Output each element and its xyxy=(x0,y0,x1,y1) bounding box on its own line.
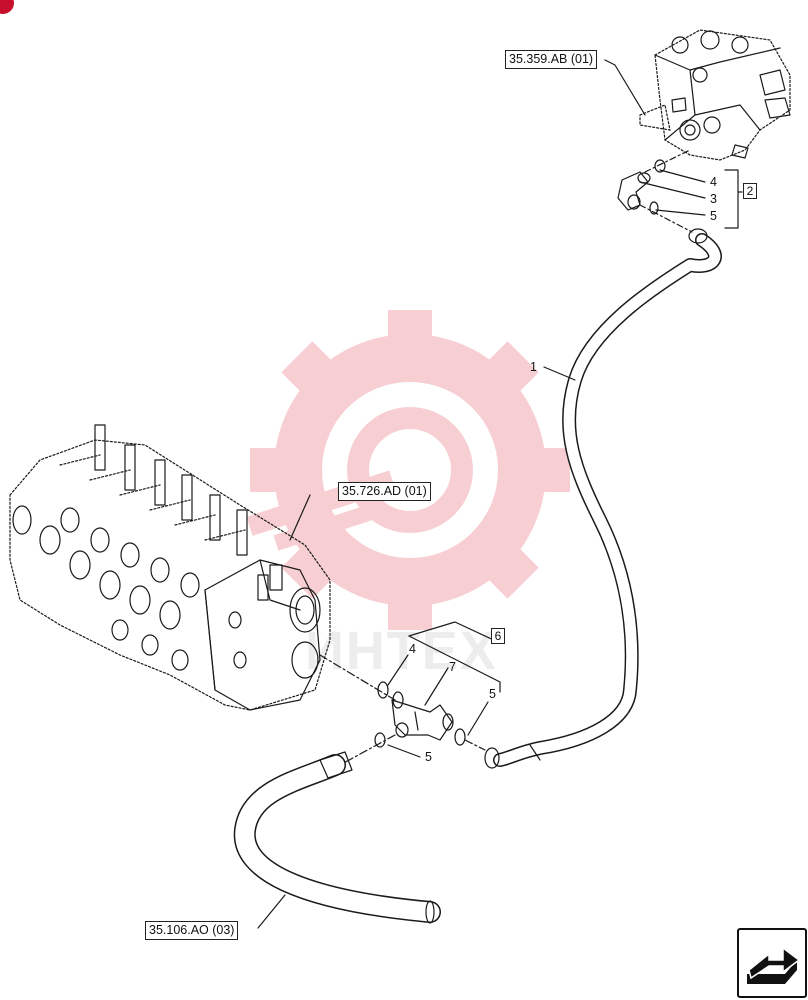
group-upper-kit[interactable]: 2 xyxy=(743,183,757,199)
callout-oring-left-tee: 4 xyxy=(409,642,416,656)
tee-fitting xyxy=(391,691,454,741)
ref-label-top[interactable]: 35.359.AB (01) xyxy=(505,50,598,69)
callout-oring-upper: 4 xyxy=(710,175,717,189)
oring-lower xyxy=(649,201,659,215)
callout-hose: 1 xyxy=(530,360,537,374)
oring-upper xyxy=(654,159,666,173)
watermark-text: ИНТЕХ xyxy=(305,621,498,681)
callout-oring-lower: 5 xyxy=(710,209,717,223)
callout-tee: 7 xyxy=(449,660,456,674)
elbow-fitting xyxy=(617,149,691,211)
group-tee-kit[interactable]: 6 xyxy=(491,628,505,644)
oring-left-tee xyxy=(377,681,389,699)
ref-label-bottom[interactable]: 35.106.AO (03) xyxy=(145,921,239,940)
arrow-glyph xyxy=(747,946,801,984)
corner-badge xyxy=(0,0,14,14)
ref-label-left[interactable]: 35.726.AD (01) xyxy=(338,482,431,501)
oring-right-tee xyxy=(454,728,466,746)
upper-control-valve xyxy=(639,29,791,161)
hose-1 xyxy=(484,228,722,769)
leader-bottom-ref xyxy=(257,894,286,929)
next-page-arrow-icon[interactable] xyxy=(737,928,807,998)
callout-oring-right-tee: 5 xyxy=(489,687,496,701)
lower-hose xyxy=(233,751,441,924)
leader-left-ref xyxy=(289,494,311,541)
callout-oring-below-tee: 5 xyxy=(425,750,432,764)
main-control-valve xyxy=(9,424,331,711)
leader-top-ref xyxy=(604,59,646,116)
callout-elbow: 3 xyxy=(710,192,717,206)
